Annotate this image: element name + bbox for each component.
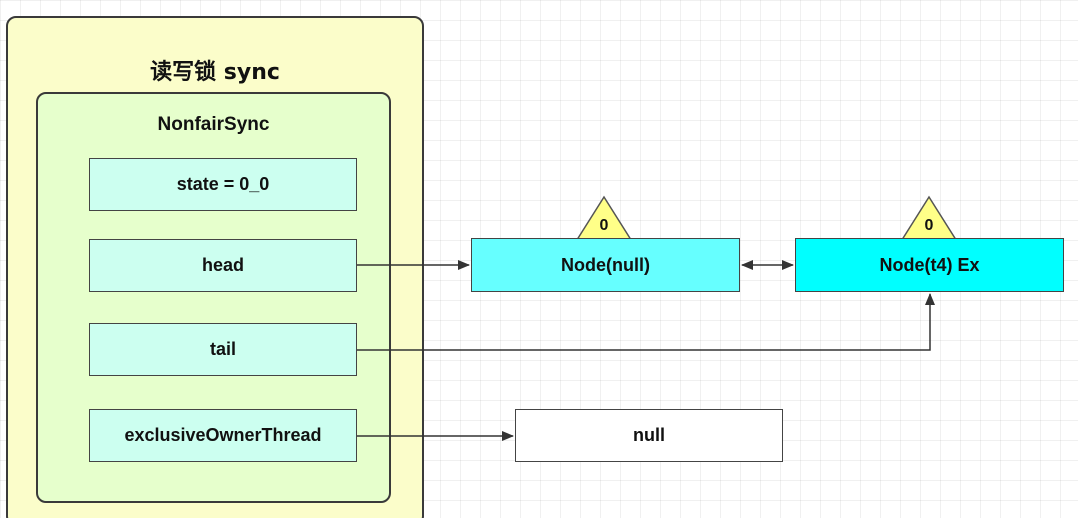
tail-to-node-t4-arrow: [357, 293, 935, 351]
tail-field: tail: [89, 323, 357, 376]
head-field: head: [89, 239, 357, 292]
node-t4-badge-label: 0: [924, 217, 934, 234]
state-field: state = 0_0: [89, 158, 357, 211]
sync-title: 读写锁 sync: [150, 60, 280, 85]
node-null-badge-label: 0: [599, 217, 609, 234]
node-t4-box: Node(t4) Ex: [795, 238, 1064, 292]
exclusive-owner-thread-field: exclusiveOwnerThread: [89, 409, 357, 462]
null-value-box: null: [515, 409, 783, 462]
node-null-box: Node(null): [471, 238, 740, 292]
nonfair-sync-title: NonfairSync: [157, 114, 270, 135]
